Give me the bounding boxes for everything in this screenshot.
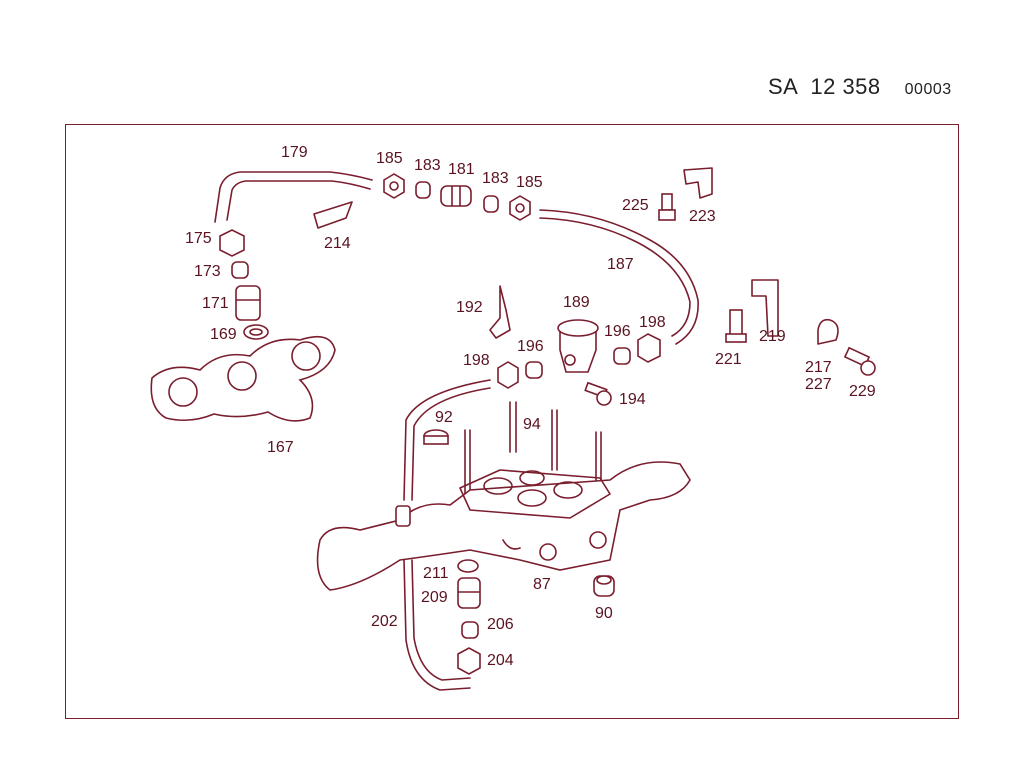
- union-209: [457, 577, 481, 609]
- plug-90: [593, 575, 615, 597]
- callout-204: 204: [487, 652, 514, 669]
- clamp-217: [817, 318, 839, 345]
- bracket-219: [751, 279, 779, 337]
- callout-223: 223: [689, 208, 716, 225]
- callout-221: 221: [715, 351, 742, 368]
- bracket-192: [489, 285, 511, 339]
- nut-175: [219, 229, 245, 257]
- callout-167: 167: [267, 439, 294, 456]
- bracket-223: [683, 167, 713, 199]
- callout-87: 87: [533, 576, 551, 593]
- callout-227: 227: [805, 376, 832, 393]
- callout-181: 181: [448, 161, 475, 178]
- hose-179: [214, 171, 373, 223]
- callout-189: 189: [563, 294, 590, 311]
- callout-179: 179: [281, 144, 308, 161]
- sleeve-196-left: [525, 361, 543, 379]
- bracket-214: [313, 201, 353, 229]
- callout-94: 94: [523, 416, 541, 433]
- callout-173: 173: [194, 263, 221, 280]
- callout-196: 196: [604, 323, 631, 340]
- callout-171: 171: [202, 295, 229, 312]
- callout-185: 185: [376, 150, 403, 167]
- screw-225: [658, 193, 676, 221]
- callout-185: 185: [516, 174, 543, 191]
- screw-229: [843, 346, 876, 376]
- union-171: [235, 285, 261, 321]
- nut-185-left: [383, 173, 405, 199]
- callout-183: 183: [414, 157, 441, 174]
- sheet-number: 00003: [904, 81, 952, 98]
- callout-209: 209: [421, 589, 448, 606]
- callout-92: 92: [435, 409, 453, 426]
- drawing-frame: [65, 124, 959, 719]
- callout-229: 229: [849, 383, 876, 400]
- drawing-number: SA 12 358: [768, 74, 881, 99]
- cap-92: [423, 429, 449, 445]
- nut-204: [457, 647, 481, 675]
- callout-90: 90: [595, 605, 613, 622]
- nut-198-right: [637, 333, 661, 363]
- callout-217: 217: [805, 359, 832, 376]
- callout-187: 187: [607, 256, 634, 273]
- sleeve-196-right: [613, 347, 631, 365]
- callout-211: 211: [423, 565, 449, 582]
- callout-206: 206: [487, 616, 514, 633]
- callout-194: 194: [619, 391, 646, 408]
- callout-175: 175: [185, 230, 212, 247]
- callout-198: 198: [639, 314, 666, 331]
- sleeve-183-right: [483, 195, 499, 213]
- nut-198-left: [497, 361, 519, 389]
- callout-202: 202: [371, 613, 398, 630]
- callout-219: 219: [759, 328, 786, 345]
- valve-189: [557, 319, 599, 373]
- sleeve-173: [231, 261, 249, 279]
- screw-194: [584, 381, 612, 406]
- intake-manifold-87: [316, 461, 691, 591]
- hose-202: [403, 379, 491, 501]
- sleeve-183-left: [415, 181, 431, 199]
- callout-198: 198: [463, 352, 490, 369]
- nut-185-right: [509, 195, 531, 221]
- screw-221: [725, 309, 747, 343]
- union-181: [440, 185, 472, 207]
- callout-225: 225: [622, 197, 649, 214]
- hose-187: [539, 209, 699, 345]
- callout-196: 196: [517, 338, 544, 355]
- manifold-167: [150, 335, 336, 422]
- sleeve-206: [461, 621, 479, 639]
- drawing-code: SA 12 358 00003: [768, 74, 952, 100]
- ring-169: [243, 324, 269, 340]
- callout-169: 169: [210, 326, 237, 343]
- ring-211: [457, 559, 479, 573]
- callout-192: 192: [456, 299, 483, 316]
- callout-214: 214: [324, 235, 351, 252]
- callout-183: 183: [482, 170, 509, 187]
